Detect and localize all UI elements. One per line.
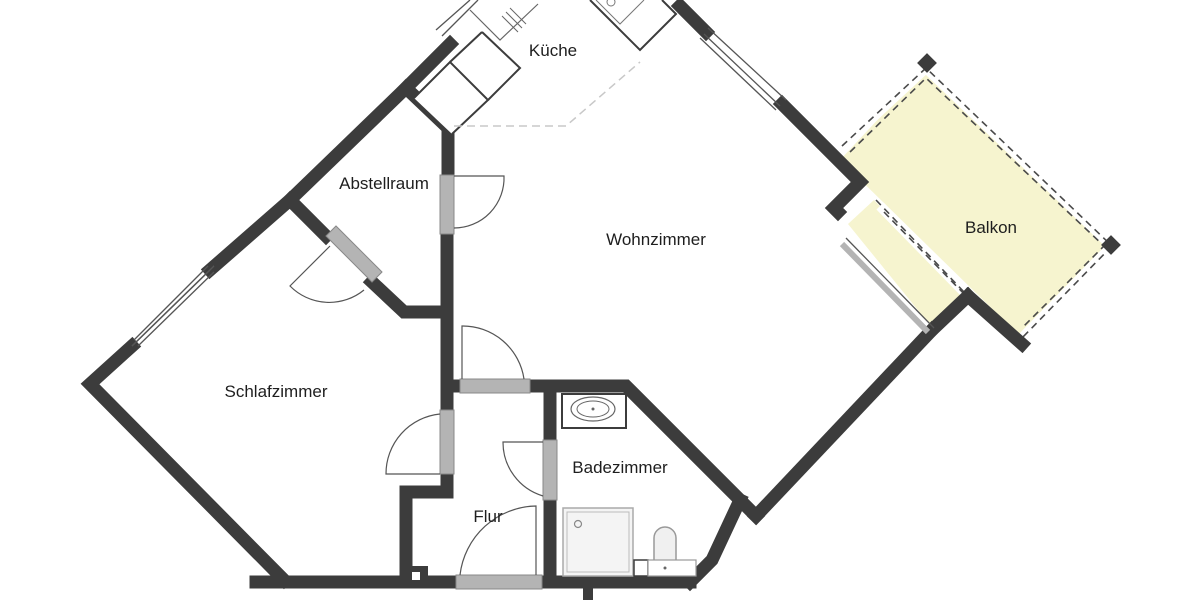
kitchen-counter — [413, 0, 678, 135]
room-label-badezimmer: Badezimmer — [572, 458, 668, 478]
door-abstellraum-schlafzimmer[interactable] — [289, 225, 383, 303]
door-entrance[interactable] — [455, 505, 543, 590]
room-label-wohnzimmer: Wohnzimmer — [606, 230, 706, 249]
room-label-kueche: Küche — [528, 41, 578, 60]
stove-icon — [595, 0, 645, 25]
walls — [80, 0, 1032, 600]
door-badezimmer[interactable] — [502, 439, 558, 501]
kitchen-boundary — [454, 61, 641, 127]
balcony-area — [838, 53, 1121, 342]
room-label-schlafzimmer: Schlafzimmer — [224, 382, 328, 401]
doors — [289, 174, 558, 590]
kitchen-sink-icon — [469, 3, 539, 41]
washbasin-icon — [561, 393, 627, 429]
room-label-balkon: Balkon — [965, 218, 1017, 237]
shower-icon — [562, 507, 634, 577]
room-label-flur: Flur — [473, 507, 503, 526]
toilet-icon — [633, 526, 697, 577]
door-abstellraum[interactable] — [439, 174, 505, 235]
windows — [131, 0, 935, 347]
bathroom-fixtures — [561, 393, 697, 577]
door-schlafzimmer[interactable] — [385, 409, 455, 475]
room-label-abstellraum: Abstellraum — [339, 174, 429, 194]
door-wohnzimmer[interactable] — [459, 325, 531, 394]
